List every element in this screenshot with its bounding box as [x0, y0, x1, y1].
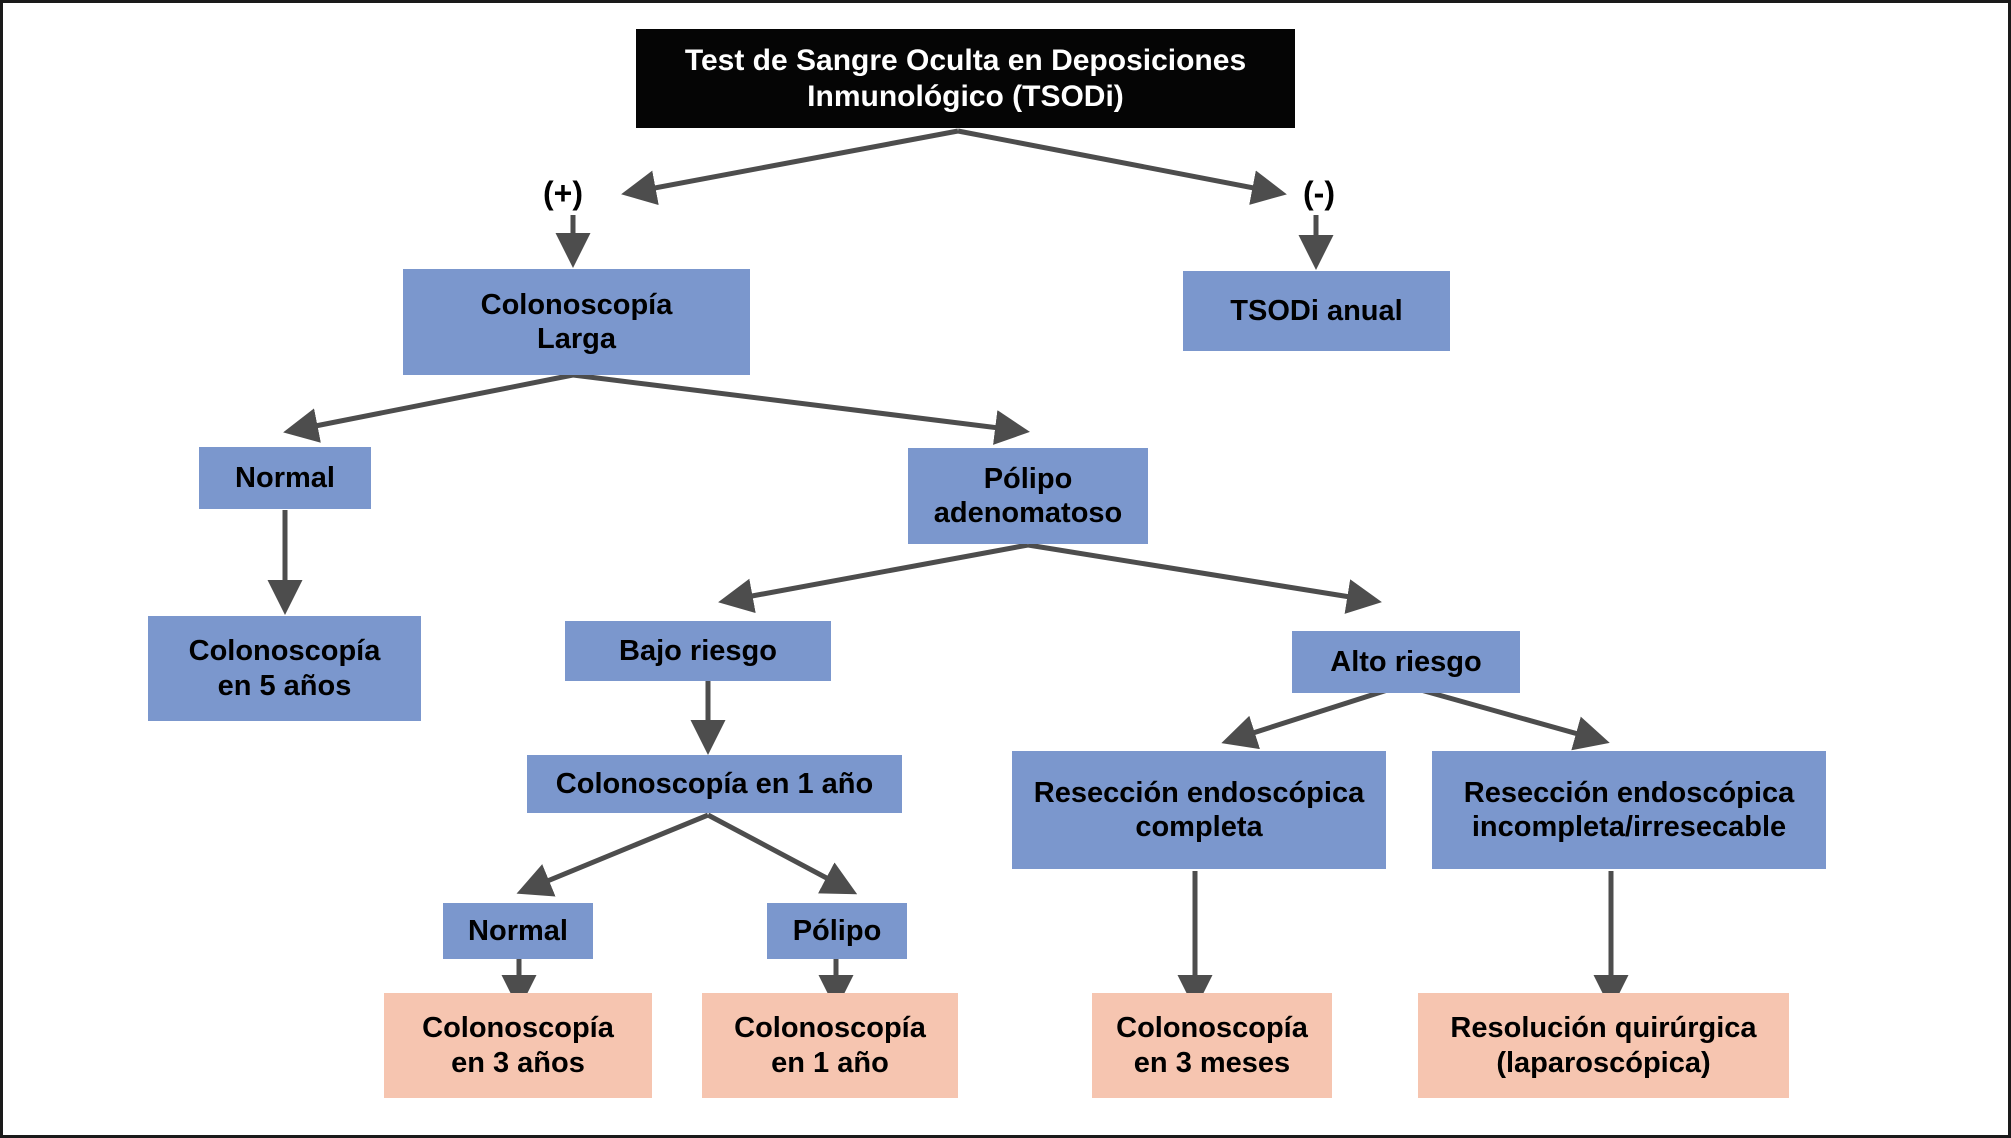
node-colonoscopia-3-anos: Colonoscopía en 3 años [384, 993, 652, 1098]
node-polipo-adenomatoso: Pólipo adenomatoso [908, 448, 1148, 544]
node-colonoscopia-5-anos: Colonoscopía en 5 años [148, 616, 421, 721]
node-normal-seguimiento: Normal [443, 903, 593, 959]
node-colonoscopia-larga: Colonoscopía Larga [403, 269, 750, 375]
edge-label-positive: (+) [543, 174, 583, 211]
node-reseccion-endoscopica-completa: Resección endoscópica completa [1012, 751, 1386, 869]
node-tsodi-anual: TSODi anual [1183, 271, 1450, 351]
node-colonoscopia-3-meses: Colonoscopía en 3 meses [1092, 993, 1332, 1098]
node-normal-colonoscopia: Normal [199, 447, 371, 509]
node-colonoscopia-1-ano-leaf: Colonoscopía en 1 año [702, 993, 958, 1098]
connector-layer [267, 128, 1629, 1011]
edge-label-negative: (-) [1303, 174, 1335, 211]
node-title-tsodi: Test de Sangre Oculta en Deposiciones In… [636, 29, 1295, 128]
node-reseccion-endoscopica-incompleta: Resección endoscópica incompleta/irresec… [1432, 751, 1826, 869]
node-polipo-seguimiento: Pólipo [767, 903, 907, 959]
node-resolucion-quirurgica: Resolución quirúrgica (laparoscópica) [1418, 993, 1789, 1098]
node-bajo-riesgo: Bajo riesgo [565, 621, 831, 681]
node-colonoscopia-1-ano: Colonoscopía en 1 año [527, 755, 902, 813]
node-alto-riesgo: Alto riesgo [1292, 631, 1520, 693]
